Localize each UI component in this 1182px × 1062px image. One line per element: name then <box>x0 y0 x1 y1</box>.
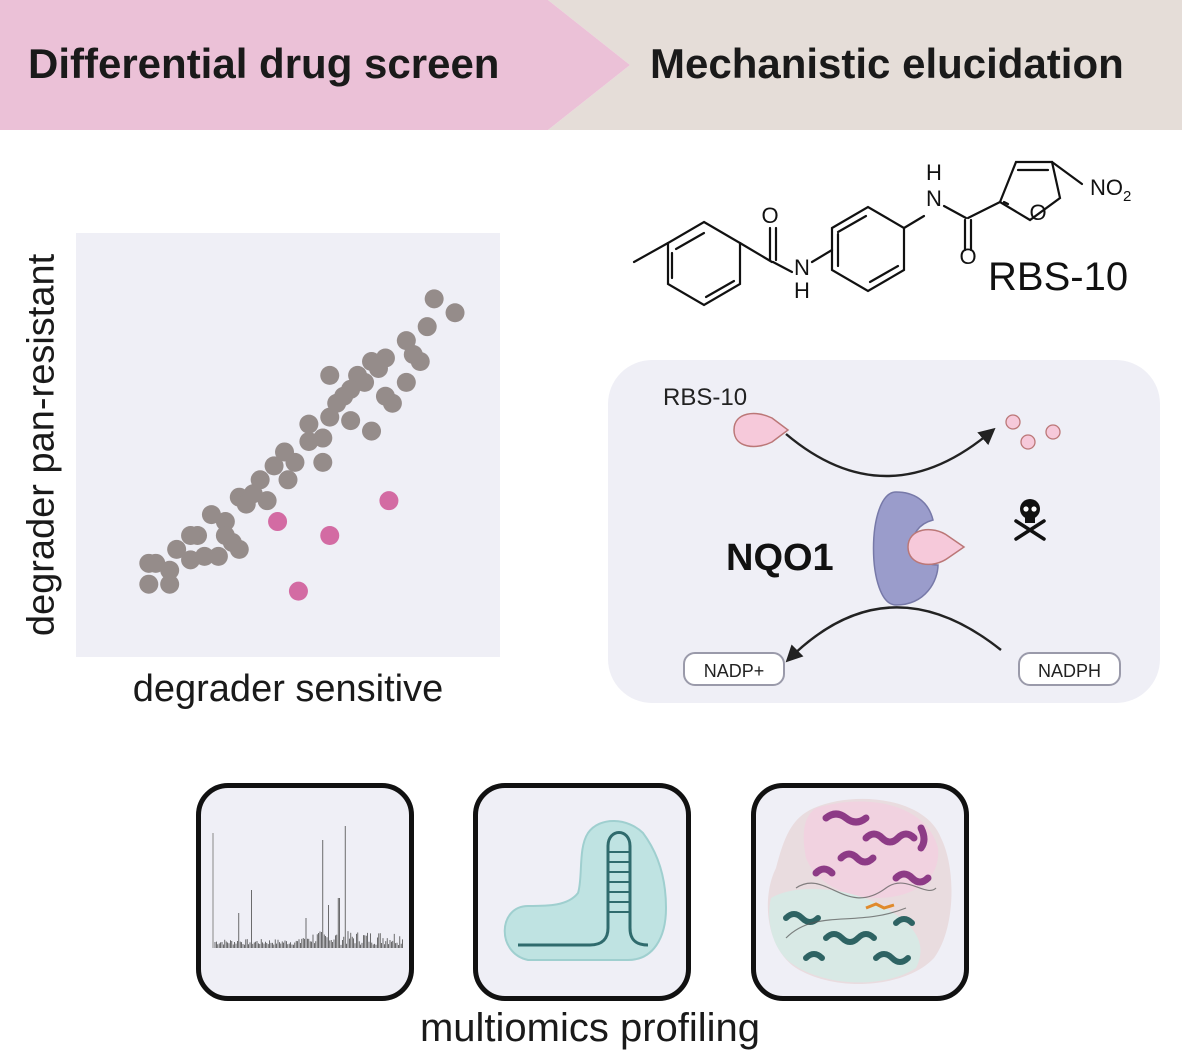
carbonyl-oxygen-1: O <box>761 203 778 228</box>
amide-nitrogen-1: N <box>794 255 810 280</box>
nadph-label: NADPH <box>1018 652 1121 686</box>
resistant-data-point <box>229 539 249 559</box>
resistant-data-point <box>417 317 437 337</box>
protein-structure-panel <box>751 783 969 1001</box>
resistant-data-point <box>313 428 333 448</box>
scatter-plot-area <box>76 233 500 657</box>
y-axis-label: degrader pan-resistant <box>20 253 63 637</box>
mechanism-diagram: RBS-10 NQO1 <box>663 384 1061 663</box>
resistant-data-point <box>278 470 298 490</box>
sensitive-hit-point <box>268 512 288 532</box>
nqo1-mechanism-panel: RBS-10 NQO1 NADP+ NADPH <box>608 360 1160 703</box>
resistant-data-point <box>396 372 416 392</box>
resistant-data-point <box>341 411 361 431</box>
resistant-data-point <box>341 379 361 399</box>
mass-spectrum-panel <box>196 783 414 1001</box>
resistant-data-point <box>181 525 201 545</box>
resistant-data-point <box>201 505 221 525</box>
amide-hydrogen-2: H <box>926 160 942 185</box>
mass-spectrum-icon <box>212 826 403 948</box>
resistant-data-point <box>313 452 333 472</box>
resistant-data-point <box>243 484 263 504</box>
resistant-data-point <box>264 456 284 476</box>
multiomics-profiling-label: multiomics profiling <box>419 1006 761 1050</box>
nadp-plus-label: NADP+ <box>683 652 785 686</box>
rna-panel <box>473 783 691 1001</box>
resistant-data-point <box>445 303 465 323</box>
resistant-data-point <box>160 574 180 594</box>
differential-drug-screen-title: Differential drug screen <box>28 40 500 87</box>
resistant-data-point <box>194 546 214 566</box>
scatter-plot <box>139 289 465 601</box>
resistant-data-point <box>285 452 305 472</box>
resistant-data-point <box>215 525 235 545</box>
enzyme-label: NQO1 <box>726 537 834 579</box>
fragment-icon <box>1020 434 1036 450</box>
furan-oxygen: O <box>1029 200 1046 225</box>
skull-crossbones-icon <box>1014 499 1046 541</box>
resistant-data-point <box>320 365 340 385</box>
fragment-icon <box>1005 414 1021 430</box>
rbs10-chemical-structure: O N H H N O O NO2 RBS-10 <box>632 160 1131 307</box>
resistant-data-point <box>375 386 395 406</box>
bound-substrate-icon <box>907 528 966 566</box>
rna-hairpin-icon <box>503 820 668 961</box>
banner-arrows <box>0 0 1182 130</box>
sensitive-hit-point <box>288 581 308 601</box>
amide-hydrogen-1: H <box>794 278 810 303</box>
reduction-arrow <box>785 427 996 478</box>
resistant-data-point <box>424 289 444 309</box>
x-axis-label: degrader sensitive <box>132 668 444 710</box>
resistant-data-point <box>362 421 382 441</box>
resistant-data-point <box>299 414 319 434</box>
rbs10-substrate-icon <box>733 412 790 448</box>
resistant-data-point <box>208 546 228 566</box>
resistant-data-point <box>167 539 187 559</box>
resistant-data-point <box>139 574 159 594</box>
carbonyl-oxygen-2: O <box>959 244 976 269</box>
protein-structure-icon <box>767 798 952 985</box>
resistant-data-point <box>327 393 347 413</box>
cofactor-arrow <box>785 606 1002 663</box>
nitro-group: NO2 <box>1090 175 1131 205</box>
resistant-data-point <box>139 553 159 573</box>
mechanistic-elucidation-title: Mechanistic elucidation <box>650 40 1124 87</box>
sensitive-hit-point <box>379 491 399 511</box>
resistant-data-point <box>362 351 382 371</box>
sensitive-hit-point <box>320 525 340 545</box>
header-banner: Differential drug screen Mechanistic elu… <box>0 0 1182 130</box>
nqo1-enzyme-icon <box>872 491 939 606</box>
compound-name: RBS-10 <box>988 255 1128 299</box>
resistant-data-point <box>410 351 430 371</box>
substrate-label: RBS-10 <box>663 384 747 411</box>
amide-nitrogen-2: N <box>926 186 942 211</box>
fragment-icon <box>1045 424 1061 440</box>
